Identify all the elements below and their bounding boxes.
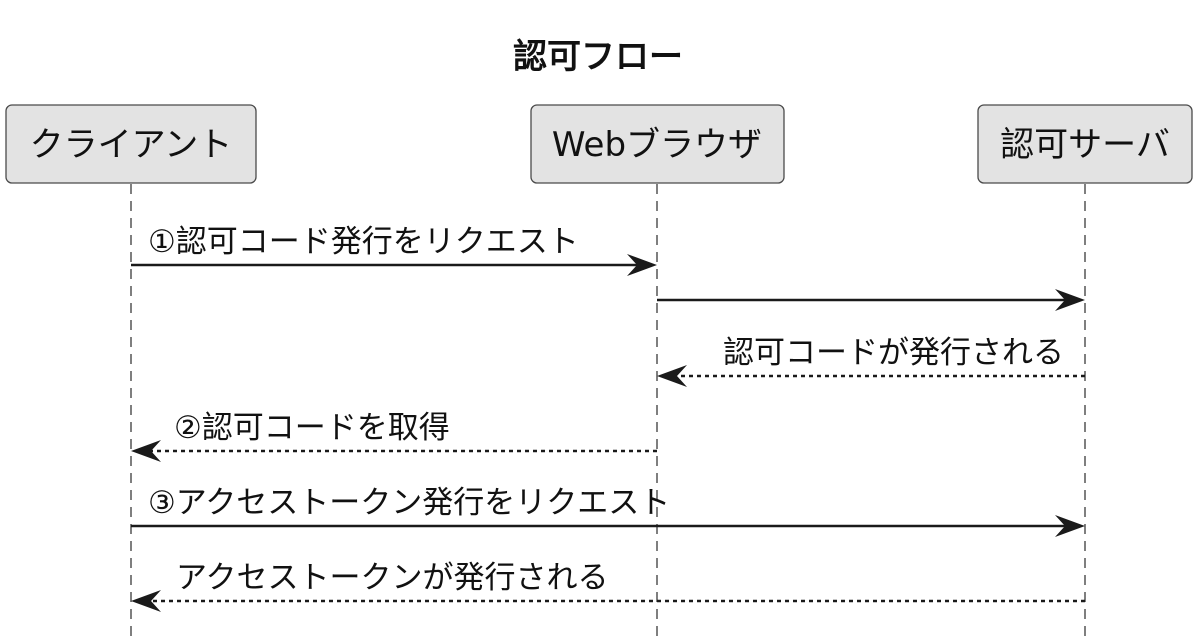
message-1: ①認可コード発行をリクエスト xyxy=(131,224,657,276)
message-label: ①認可コード発行をリクエスト xyxy=(148,224,579,260)
message-6: アクセストークンが発行される xyxy=(131,560,1085,612)
participant-box xyxy=(530,104,785,184)
message-4: ②認可コードを取得 xyxy=(131,410,657,462)
message-label: 認可コードが発行される xyxy=(723,335,1064,371)
participant-browser: Webブラウザ xyxy=(530,104,785,184)
arrowhead xyxy=(1055,515,1085,537)
message-2 xyxy=(657,289,1085,311)
participant-box xyxy=(5,104,257,184)
arrowhead xyxy=(131,590,161,612)
participant-box xyxy=(977,104,1193,184)
participant-label: 認可サーバ xyxy=(1000,125,1170,165)
message-5: ③アクセストークン発行をリクエスト xyxy=(131,485,1085,537)
diagram-title: 認可フロー xyxy=(513,37,683,77)
message-label: ③アクセストークン発行をリクエスト xyxy=(148,485,670,521)
participant-client: クライアント xyxy=(5,104,257,184)
participant-authserver: 認可サーバ xyxy=(977,104,1193,184)
message-label: ②認可コードを取得 xyxy=(174,410,450,446)
arrowhead xyxy=(657,365,687,387)
message-label: アクセストークンが発行される xyxy=(176,560,608,596)
participant-label: クライアント xyxy=(30,125,233,165)
arrowhead xyxy=(1055,289,1085,311)
message-3: 認可コードが発行される xyxy=(657,335,1085,387)
arrowhead xyxy=(627,254,657,276)
arrowhead xyxy=(131,440,161,462)
participant-label: Webブラウザ xyxy=(552,125,762,165)
